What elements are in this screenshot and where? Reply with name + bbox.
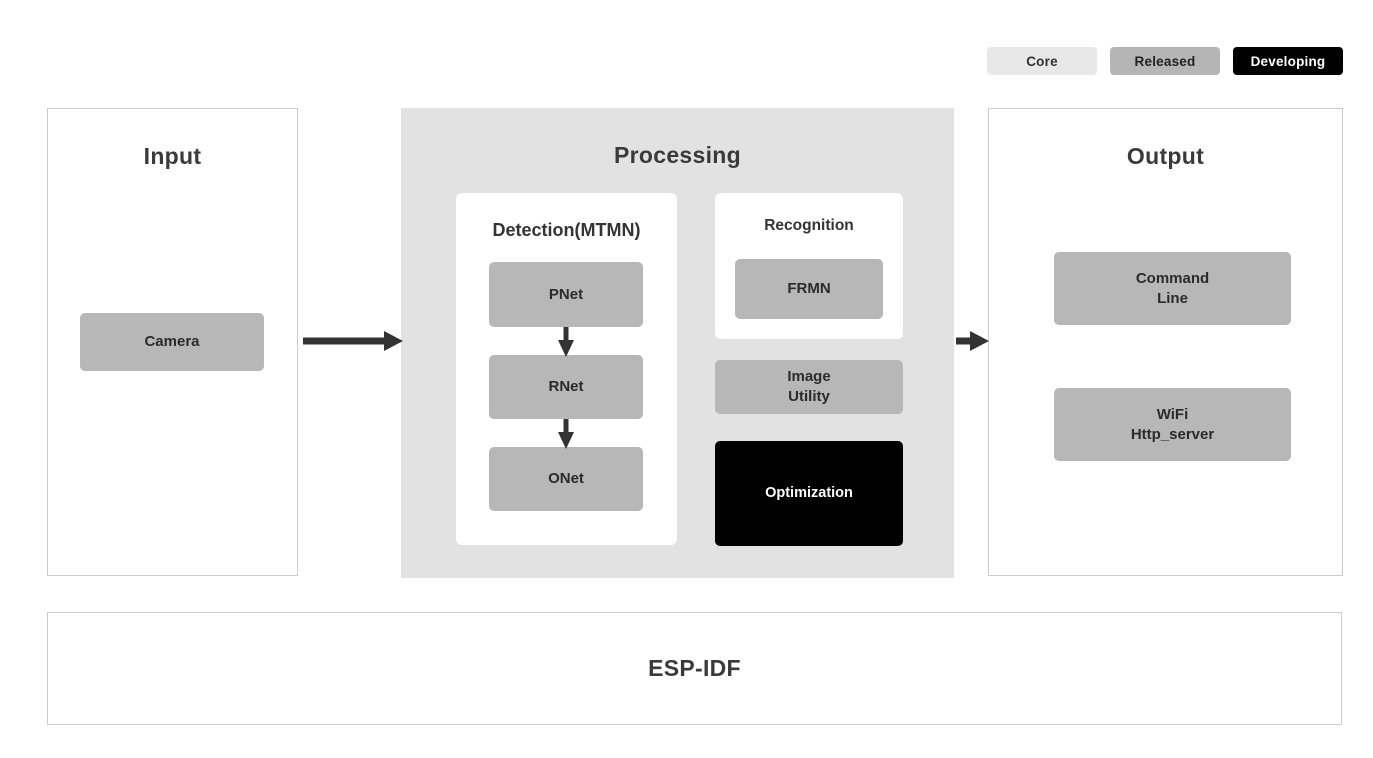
node-camera[interactable]: Camera <box>80 313 264 371</box>
legend-chip-developing[interactable]: Developing <box>1233 47 1343 75</box>
arrow-pnet-to-rnet-icon <box>558 327 574 357</box>
node-image-utility-label: Image Utility <box>787 367 830 407</box>
node-frmn[interactable]: FRMN <box>735 259 883 319</box>
node-rnet[interactable]: RNet <box>489 355 643 419</box>
wifi-http-line-1: WiFi <box>1156 405 1189 423</box>
arrow-processing-to-output-icon <box>956 331 989 351</box>
legend: Core Released Developing <box>987 47 1343 75</box>
node-pnet[interactable]: PNet <box>489 262 643 327</box>
node-optimization[interactable]: Optimization <box>715 441 903 546</box>
node-command-line[interactable]: Command Line <box>1054 252 1291 325</box>
output-panel: Output <box>988 108 1343 576</box>
esp-idf-bar: ESP-IDF <box>47 612 1342 725</box>
legend-chip-released[interactable]: Released <box>1110 47 1220 75</box>
arrow-rnet-to-onet-icon <box>558 419 574 449</box>
esp-idf-label: ESP-IDF <box>648 655 741 681</box>
detection-subpanel-title: Detection(MTMN) <box>492 220 641 240</box>
output-panel-title: Output <box>1126 143 1205 169</box>
processing-panel-title: Processing <box>614 142 741 168</box>
node-onet[interactable]: ONet <box>489 447 643 511</box>
node-wifi-http-server[interactable]: WiFi Http_server <box>1054 388 1291 461</box>
node-command-line-label: Command Line <box>1136 269 1209 309</box>
image-utility-line-2: Utility <box>788 388 830 405</box>
recognition-subpanel-title: Recognition <box>764 217 854 234</box>
arrow-input-to-processing-icon <box>303 331 403 351</box>
node-image-utility[interactable]: Image Utility <box>715 360 903 414</box>
node-wifi-http-server-label: WiFi Http_server <box>1131 405 1214 445</box>
input-panel-title: Input <box>143 143 202 169</box>
command-line-line-1: Command <box>1135 269 1210 287</box>
command-line-line-2: Line <box>1157 289 1188 307</box>
wifi-http-line-2: Http_server <box>1130 425 1215 443</box>
image-utility-line-1: Image <box>787 368 831 386</box>
legend-chip-core[interactable]: Core <box>987 47 1097 75</box>
